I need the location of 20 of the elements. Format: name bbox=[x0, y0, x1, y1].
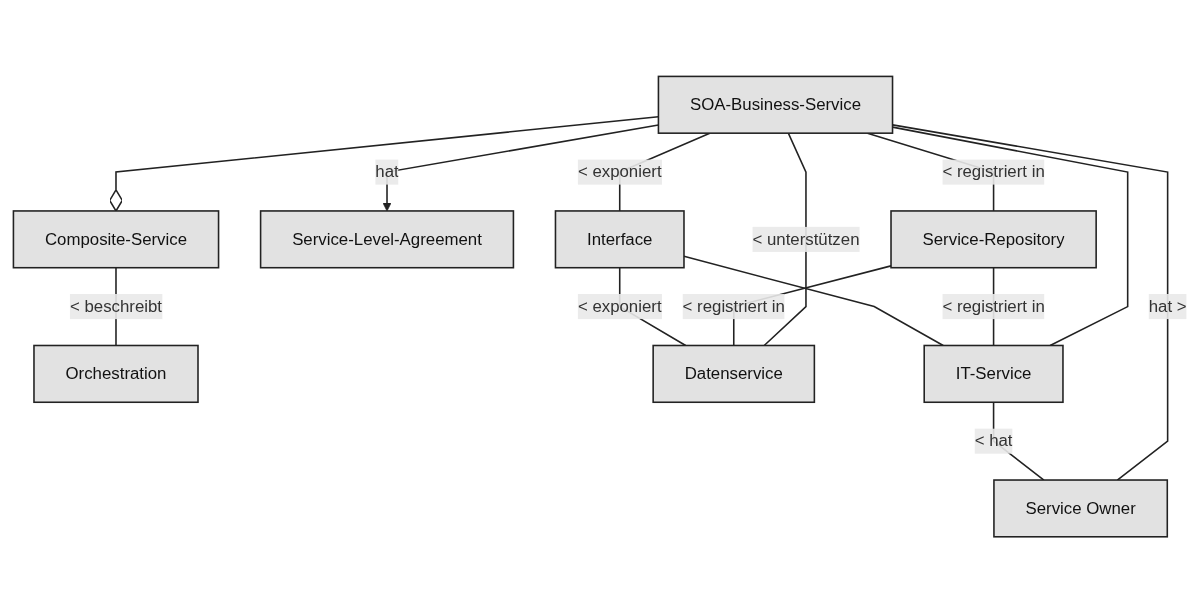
edge-label: < registriert in bbox=[941, 162, 1045, 181]
edge-label: < registriert in bbox=[682, 297, 785, 315]
node-box: Composite-Service bbox=[12, 210, 219, 269]
edge-label: < beschreibt bbox=[69, 297, 162, 315]
node-box: Datenservice bbox=[651, 344, 815, 403]
edge-label: < exponiert bbox=[577, 162, 662, 181]
node-box: Service-Level-Agreement bbox=[259, 210, 514, 269]
node-box: IT-Service bbox=[922, 344, 1064, 403]
edge-label: hat > bbox=[1148, 297, 1187, 315]
node-box: SOA-Business-Service bbox=[657, 75, 893, 134]
edge-label: < registriert in bbox=[941, 297, 1045, 315]
node-box: Orchestration bbox=[32, 344, 199, 403]
edge-label: hat bbox=[374, 162, 399, 181]
connector bbox=[762, 132, 807, 347]
node-box: Service-Repository bbox=[889, 210, 1097, 269]
node-box: Interface bbox=[554, 210, 685, 269]
edge-label: < hat bbox=[974, 431, 1013, 450]
node-box: Service Owner bbox=[992, 479, 1168, 538]
edge-label: < unterstützen bbox=[751, 229, 859, 248]
edge-label: < exponiert bbox=[577, 297, 662, 315]
